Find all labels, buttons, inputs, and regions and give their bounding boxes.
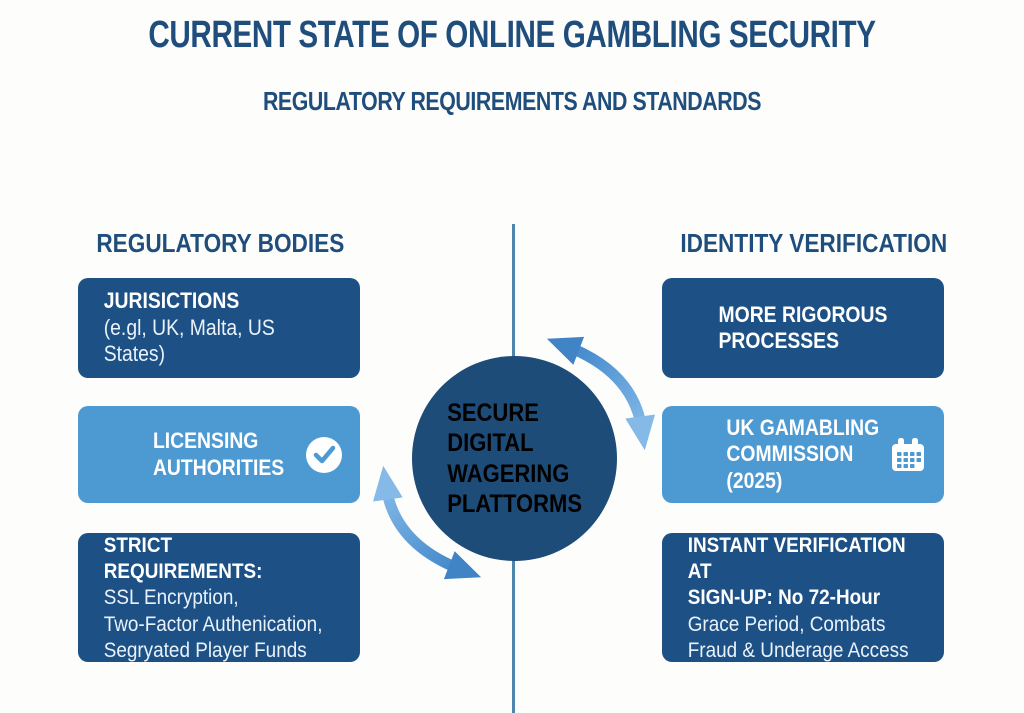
rigorous-processes-box: MORE RIGOROUS PROCESSES	[662, 278, 944, 378]
page-subtitle: REGULATORY REQUIREMENTS AND STANDARDS	[0, 86, 1024, 117]
licensing-line1: LICENSING	[153, 428, 259, 454]
right-column-header: IDENTITY VERIFICATION	[662, 228, 948, 259]
circle-line1: SECURE	[447, 398, 539, 427]
licensing-authorities-box: LICENSING AUTHORITIES	[78, 406, 360, 503]
jurisdictions-examples: (e.gl, UK, Malta, US States)	[103, 314, 275, 367]
strict-requirements-text: STRICT REQUIREMENTS: SSL Encryption, Two…	[104, 532, 335, 663]
right-column-header-text: IDENTITY VERIFICATION	[680, 228, 948, 258]
uk-gambling-commission-box: UK GAMABLING COMMISSION (2025)	[662, 406, 944, 503]
check-circle-icon	[304, 435, 344, 475]
jurisdictions-title: JURISICTIONS	[103, 288, 240, 314]
circle-line3: WAGERING	[447, 459, 570, 488]
calendar-icon	[888, 435, 928, 475]
ukgc-line1: UK GAMABLING	[726, 414, 880, 440]
instant-verification-line1: INSTANT VERIFICATION AT	[687, 532, 906, 584]
instant-verification-text: INSTANT VERIFICATION AT SIGN-UP: No 72-H…	[688, 532, 919, 663]
ukgc-year: (2025)	[726, 467, 783, 493]
left-column-header: REGULATORY BODIES	[78, 228, 360, 259]
instant-verification-box: INSTANT VERIFICATION AT SIGN-UP: No 72-H…	[662, 533, 944, 662]
instant-verification-line3: Grace Period, Combats	[687, 611, 886, 636]
requirement-2fa: Two-Factor Authenication,	[103, 611, 323, 636]
rigorous-line1: MORE RIGOROUS	[718, 301, 888, 327]
center-circle-text: SECURE DIGITAL WAGERING PLATTORMS	[447, 398, 582, 520]
licensing-authorities-text: LICENSING AUTHORITIES	[153, 428, 284, 481]
circle-line4: PLATTORMS	[447, 490, 582, 518]
rigorous-processes-text: MORE RIGOROUS PROCESSES	[719, 302, 888, 355]
page-title-text: CURRENT STATE OF ONLINE GAMBLING SECURIT…	[148, 14, 876, 56]
page-subtitle-text: REGULATORY REQUIREMENTS AND STANDARDS	[262, 86, 762, 116]
requirement-funds: Segryated Player Funds	[103, 637, 307, 662]
page-title: CURRENT STATE OF ONLINE GAMBLING SECURIT…	[0, 14, 1024, 57]
rigorous-line2: PROCESSES	[718, 328, 840, 353]
licensing-line2: AUTHORITIES	[153, 454, 285, 480]
jurisdictions-box: JURISICTIONS (e.gl, UK, Malta, US States…	[78, 278, 360, 378]
instant-verification-line2: SIGN-UP: No 72-Hour	[687, 585, 881, 610]
requirement-ssl: SSL Encryption,	[103, 585, 239, 610]
strict-requirements-box: STRICT REQUIREMENTS: SSL Encryption, Two…	[78, 533, 360, 662]
instant-verification-line4: Fraud & Underage Access	[687, 637, 909, 662]
jurisdictions-box-text: JURISICTIONS (e.gl, UK, Malta, US States…	[104, 288, 335, 367]
left-column-header-text: REGULATORY BODIES	[96, 228, 345, 258]
strict-requirements-title: STRICT REQUIREMENTS:	[103, 532, 263, 584]
uk-gambling-commission-text: UK GAMABLING COMMISSION (2025)	[727, 415, 880, 494]
center-circle: SECURE DIGITAL WAGERING PLATTORMS	[412, 356, 617, 561]
ukgc-line2: COMMISSION	[726, 441, 854, 467]
circle-line2: DIGITAL	[447, 429, 534, 457]
